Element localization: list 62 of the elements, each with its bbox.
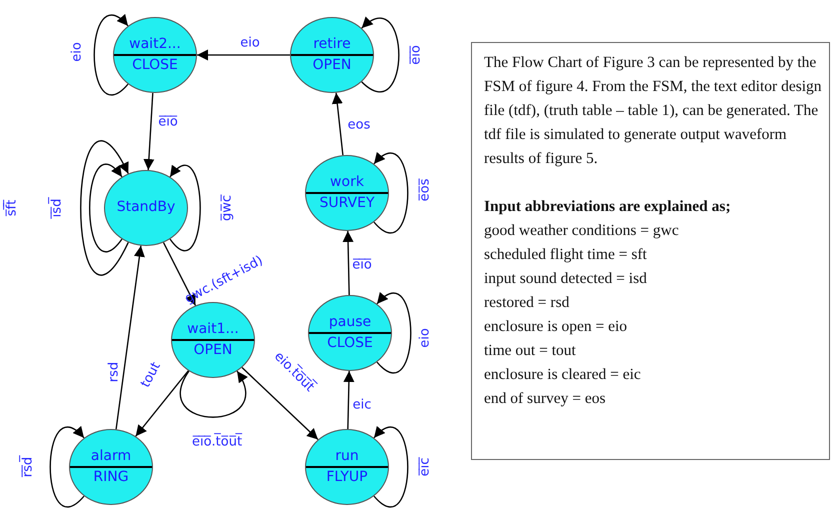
transition-arrow	[89, 164, 122, 252]
transition-arrow	[242, 367, 318, 440]
transition-arrow	[80, 140, 129, 276]
abbreviation-line: good weather conditions = gwc	[484, 221, 680, 241]
state-output: FLYUP	[306, 466, 388, 486]
transition-arrow	[332, 92, 344, 156]
state-name: run	[335, 448, 359, 466]
state-output: OPEN	[172, 339, 254, 359]
state-name: pause	[328, 314, 372, 332]
transition-arrow	[361, 17, 400, 92]
edge-label: r̅s̅d̅	[20, 456, 36, 478]
state-name: wait1...	[187, 321, 239, 339]
transition-arrow	[115, 246, 145, 430]
transition-arrow	[143, 92, 154, 170]
state-name: work	[330, 174, 364, 192]
edge-label: i̅s̅d̅	[50, 198, 64, 218]
edge-label: g̅w̅c̅	[220, 194, 234, 222]
edge-label: tout	[138, 360, 164, 390]
state-output: CLOSE	[114, 54, 196, 74]
abbreviation-line: enclosure is cleared = eic	[484, 365, 642, 385]
transition-arrow	[180, 370, 248, 418]
transition-arrow	[376, 292, 412, 374]
edge-label: e̅i̅c̅	[418, 458, 432, 476]
edge-label: eic	[352, 398, 372, 412]
edge-label: e̅i̅o̅	[352, 258, 372, 272]
edge-label: s̅f̅t̅	[4, 200, 20, 216]
edge-label: e̅o̅s̅	[418, 178, 432, 202]
transition-arrow	[162, 242, 196, 306]
transition-arrow	[170, 164, 201, 252]
state-name: StandBy	[116, 199, 176, 217]
edge-label: e̅i̅o̅.t̅o̅u̅t̅	[192, 434, 242, 450]
description-panel	[471, 42, 830, 460]
edge-label: eio	[70, 42, 84, 62]
transition-arrow	[342, 230, 354, 296]
state-name: wait2...	[129, 36, 181, 54]
state-name: retire	[313, 36, 351, 54]
abbreviation-line: enclosure is open = eio	[484, 317, 628, 337]
abbreviation-line: scheduled flight time = sft	[484, 245, 648, 265]
transition-arrow	[374, 426, 408, 508]
state-output: CLOSE	[309, 332, 391, 352]
transition-arrow	[50, 426, 84, 508]
state-output: OPEN	[291, 54, 373, 74]
edge-label: e̅i̅o̅	[408, 45, 424, 65]
transition-arrow	[374, 152, 408, 234]
state-output: RING	[70, 466, 152, 486]
edge-label: rsd	[106, 362, 122, 382]
abbreviation-line: end of survey = eos	[484, 389, 607, 409]
transition-arrow	[94, 14, 128, 96]
state-output: SURVEY	[306, 192, 388, 212]
edge-label: e̅i̅o̅	[158, 114, 178, 130]
edge-label: eos	[348, 118, 370, 132]
transition-arrow	[197, 50, 290, 60]
abbreviation-line: restored = rsd	[484, 293, 570, 313]
abbreviation-line: time out = tout	[484, 341, 577, 361]
description-paragraph: The Flow Chart of Figure 3 can be represented by the FSM of figure 4. From the FSM, the text editor design file (tdf), (truth table – table 1), can be generated. The tdf file is simulated to generate output waveform results of figure 5.	[484, 53, 823, 169]
edge-label: eio	[418, 328, 432, 348]
edge-label: eio	[240, 36, 260, 50]
state-name: alarm	[90, 448, 132, 466]
transition-arrow	[343, 370, 354, 430]
abbreviation-line: input sound detected = isd	[484, 269, 648, 289]
transition-arrow	[135, 370, 189, 437]
abbreviation-heading: Input abbreviations are explained as;	[484, 197, 732, 217]
